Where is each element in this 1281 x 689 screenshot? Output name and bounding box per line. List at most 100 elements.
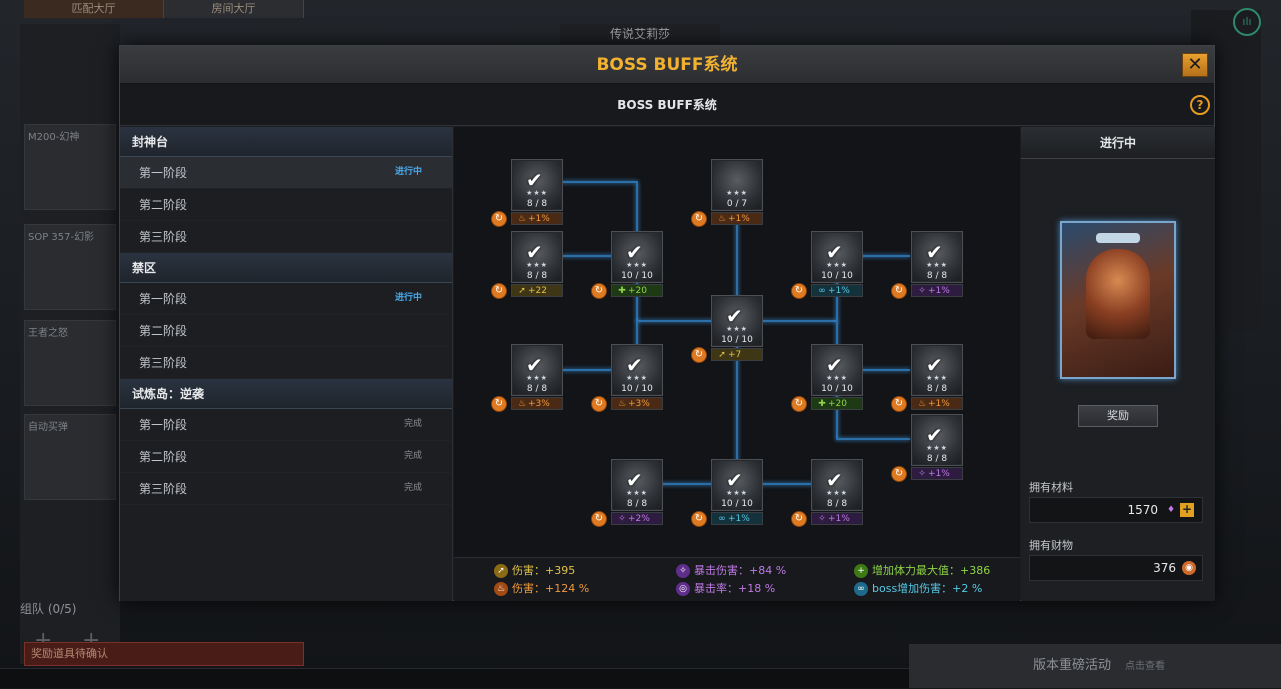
- tab-room-lobby[interactable]: 房间大厅: [164, 0, 304, 18]
- weapon-slot[interactable]: 自动买弹: [24, 414, 116, 500]
- bonus-value: +1%: [828, 514, 850, 524]
- close-button[interactable]: ✕: [1182, 53, 1208, 77]
- buff-node[interactable]: ✔★★★10 / 10: [611, 231, 663, 283]
- reset-icon[interactable]: ↻: [591, 511, 607, 527]
- buff-bonus: ♨+3%: [611, 397, 663, 410]
- version-event-banner[interactable]: 版本重磅活动 点击查看: [909, 644, 1281, 688]
- star-icon: ★★★: [626, 261, 648, 269]
- buff-node[interactable]: ✔★★★10 / 10: [611, 344, 663, 396]
- reset-icon[interactable]: ↻: [891, 283, 907, 299]
- stage-item[interactable]: 第一阶段进行中: [120, 283, 452, 315]
- stage-item[interactable]: 第二阶段完成: [120, 441, 452, 473]
- monster-portrait-icon: [813, 346, 861, 394]
- reset-icon[interactable]: ↻: [791, 511, 807, 527]
- check-icon: ✔: [926, 240, 943, 264]
- reset-icon[interactable]: ↻: [891, 466, 907, 482]
- stage-item[interactable]: 第一阶段 进行中: [120, 157, 452, 189]
- stat-crit-rate: ◎暴击率：+18 %: [676, 580, 775, 598]
- buff-node[interactable]: ✔★★★8 / 8: [511, 231, 563, 283]
- node-count: 10 / 10: [621, 271, 653, 281]
- node-count: 8 / 8: [526, 199, 548, 209]
- monster-portrait-icon: [713, 161, 761, 209]
- monster-portrait-icon: [813, 233, 861, 281]
- bonus-value: +1%: [828, 286, 850, 296]
- reset-icon[interactable]: ↻: [491, 211, 507, 227]
- reset-icon[interactable]: ↻: [491, 396, 507, 412]
- buff-bonus: ✚+20: [811, 397, 863, 410]
- category-header: 试炼岛：逆袭: [120, 379, 452, 409]
- reward-button[interactable]: 奖励: [1078, 405, 1158, 427]
- add-materials-button[interactable]: +: [1180, 502, 1194, 517]
- buff-node[interactable]: ✔★★★10 / 10: [811, 344, 863, 396]
- event-sublabel: 点击查看: [1125, 661, 1166, 672]
- buff-summary: ➚伤害：+395 ♨伤害：+124 % ✧暴击伤害：+84 % ◎暴击率：+18…: [454, 557, 1020, 601]
- check-icon: ✔: [826, 468, 843, 492]
- buff-node[interactable]: ✔★★★8 / 8: [511, 159, 563, 211]
- reset-icon[interactable]: ↻: [691, 511, 707, 527]
- stage-item[interactable]: 第三阶段: [120, 347, 452, 379]
- buff-node[interactable]: ✔★★★ 8 / 8: [911, 344, 963, 396]
- stage-label: 第一阶段: [139, 292, 188, 306]
- lobby-tabs: 匹配大厅 房间大厅: [24, 0, 304, 18]
- check-icon: ✔: [526, 240, 543, 264]
- bonus-type-icon: ✧: [918, 286, 926, 296]
- stat-damage-flat: ➚伤害：+395: [494, 562, 575, 580]
- weapon-slot[interactable]: M200-幻神: [24, 124, 116, 210]
- buff-node[interactable]: ✔★★★8 / 8: [811, 459, 863, 511]
- star-icon: ★★★: [726, 325, 748, 333]
- buff-node[interactable]: ✔★★★10 / 10: [711, 295, 763, 347]
- check-icon: ✔: [826, 353, 843, 377]
- buff-node[interactable]: ✔★★★8 / 8: [911, 231, 963, 283]
- reset-icon[interactable]: ↻: [491, 283, 507, 299]
- star-icon: ★★★: [826, 261, 848, 269]
- stage-label: 第一阶段: [139, 166, 188, 180]
- stage-status: 完成: [403, 419, 422, 429]
- monster-portrait-icon: [613, 346, 661, 394]
- buff-node[interactable]: ✔★★★8 / 8: [511, 344, 563, 396]
- stage-item[interactable]: 第三阶段: [120, 221, 452, 253]
- weapon-slot[interactable]: SOP 357-幻影: [24, 224, 116, 310]
- buff-node[interactable]: ✔★★★8 / 8: [911, 414, 963, 466]
- buff-node[interactable]: ✔★★★10 / 10: [711, 459, 763, 511]
- dialog-subheader: BOSS BUFF系统 ?: [120, 84, 1214, 126]
- weapon-slot[interactable]: 王者之怒: [24, 320, 116, 406]
- reset-icon[interactable]: ↻: [691, 211, 707, 227]
- buff-node[interactable]: ✔★★★8 / 8: [611, 459, 663, 511]
- reset-icon[interactable]: ↻: [891, 396, 907, 412]
- materials-label: 拥有材料: [1029, 481, 1073, 494]
- buff-node[interactable]: ✔★★★10 / 10: [811, 231, 863, 283]
- boss-portrait-icon: [1086, 249, 1150, 339]
- buff-bonus: ✧+1%: [811, 512, 863, 525]
- reset-icon[interactable]: ↻: [591, 283, 607, 299]
- reset-icon[interactable]: ↻: [691, 347, 707, 363]
- help-icon[interactable]: ?: [1190, 95, 1210, 115]
- reward-confirm-button[interactable]: 奖励道具待确认: [24, 642, 304, 666]
- monster-portrait-icon: [713, 297, 761, 345]
- reset-icon[interactable]: ↻: [791, 283, 807, 299]
- category-header: 封神台: [120, 127, 452, 157]
- stage-item[interactable]: 第一阶段完成: [120, 409, 452, 441]
- stage-item[interactable]: 第二阶段: [120, 315, 452, 347]
- stage-item[interactable]: 第三阶段完成: [120, 473, 452, 505]
- stage-item[interactable]: 第二阶段: [120, 189, 452, 221]
- stage-status: 完成: [403, 451, 422, 461]
- status-title: 进行中: [1021, 127, 1215, 159]
- buff-bonus: ✚+20: [611, 284, 663, 297]
- check-icon: ✔: [926, 423, 943, 447]
- reset-icon[interactable]: ↻: [791, 396, 807, 412]
- star-icon: ★★★: [526, 374, 548, 382]
- reset-icon[interactable]: ↻: [591, 396, 607, 412]
- stats-icon[interactable]: ılı: [1233, 8, 1261, 36]
- tree-link: [562, 181, 636, 183]
- event-label: 版本重磅活动: [1033, 658, 1112, 673]
- buff-node[interactable]: ★★★0 / 7: [711, 159, 763, 211]
- check-icon: ✔: [926, 353, 943, 377]
- node-count: 8 / 8: [926, 384, 948, 394]
- star-icon: ★★★: [926, 374, 948, 382]
- dialog-subtitle: BOSS BUFF系统: [617, 98, 717, 112]
- stage-status: 进行中: [394, 167, 422, 177]
- tab-match-lobby[interactable]: 匹配大厅: [24, 0, 164, 18]
- buff-bonus: ✧+1%: [911, 284, 963, 297]
- star-icon: ★★★: [526, 189, 548, 197]
- bonus-value: +1%: [728, 214, 750, 224]
